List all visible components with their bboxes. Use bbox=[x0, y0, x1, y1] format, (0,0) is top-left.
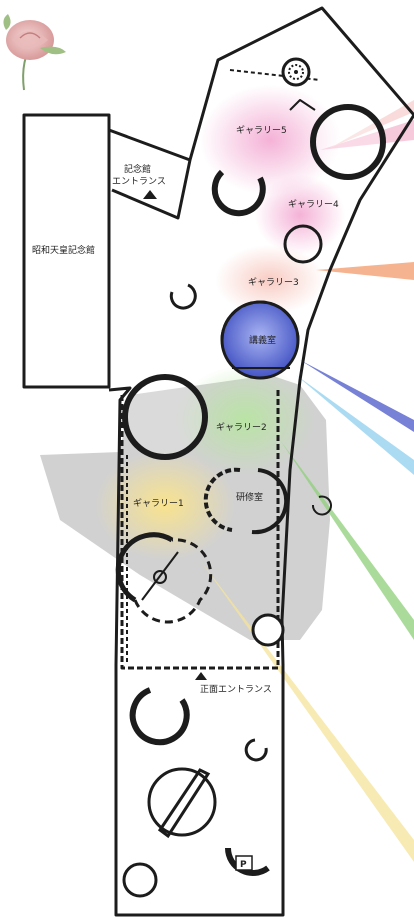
label-gallery2: ギャラリー2 bbox=[216, 422, 267, 433]
lecture-room bbox=[220, 300, 300, 380]
label-lecture-room: 講義室 bbox=[249, 334, 276, 346]
label-memorial-hall: 昭和天皇記念館 bbox=[32, 244, 95, 256]
gallery5-glow bbox=[200, 85, 340, 195]
label-main-entrance: 正面エントランス bbox=[200, 684, 272, 695]
label-memorial-entrance-2: エントランス bbox=[112, 176, 166, 187]
label-gallery1: ギャラリー1 bbox=[133, 498, 184, 509]
parking-icon: P bbox=[235, 855, 253, 871]
spiral-icon bbox=[281, 57, 311, 87]
label-gallery4: ギャラリー4 bbox=[288, 199, 339, 210]
gallery4-glow bbox=[255, 175, 345, 255]
label-gallery5: ギャラリー5 bbox=[236, 125, 287, 136]
memorial-entrance-arrow bbox=[143, 190, 157, 199]
label-memorial-entrance: 記念館 bbox=[124, 163, 151, 175]
svg-text:P: P bbox=[240, 860, 247, 870]
main-entrance-arrow bbox=[195, 672, 207, 680]
rose-image bbox=[3, 14, 66, 91]
gallery1-glow bbox=[95, 450, 235, 560]
label-training-room: 研修室 bbox=[236, 491, 263, 503]
circular-rooms bbox=[115, 104, 386, 898]
label-gallery3: ギャラリー3 bbox=[248, 277, 299, 288]
memorial-hall-block bbox=[22, 113, 111, 389]
gallery2-glow bbox=[175, 365, 315, 475]
